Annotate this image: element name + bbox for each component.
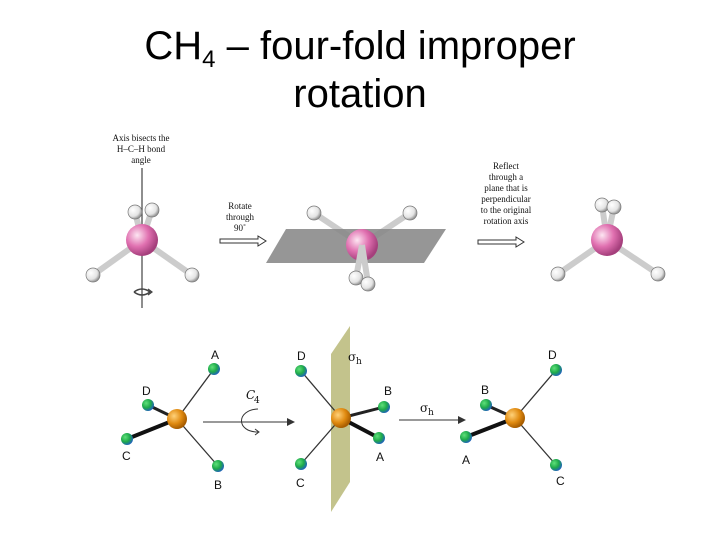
central-atom — [331, 408, 351, 428]
ligand-atom-a — [460, 431, 472, 443]
label-d: D — [142, 384, 151, 398]
ligand-atom-a — [208, 363, 220, 375]
label-c: C — [556, 474, 565, 488]
ligand-atom-d — [142, 399, 154, 411]
ligand-atom-d — [550, 364, 562, 376]
axis-caption: Axis bisects the H–C–H bond angle — [112, 133, 170, 165]
hydrogen-atom — [184, 267, 200, 283]
ligand-atom-b — [480, 399, 492, 411]
label-b: B — [481, 383, 489, 397]
reflect-caption: Reflect through a plane that is perpendi… — [480, 161, 532, 226]
hydrogen-atom — [650, 266, 666, 282]
rotate-arrow — [219, 235, 267, 247]
label-a: A — [211, 348, 219, 362]
hydrogen-atom — [306, 205, 322, 221]
title-line2: rotation — [293, 72, 427, 116]
sigma-subscript: h — [356, 357, 362, 367]
slide-title: CH4 – four-fold improper rotation — [0, 22, 720, 118]
ligand-atom-c — [295, 458, 307, 470]
label-b: B — [214, 478, 222, 492]
carbon-atom — [126, 224, 158, 256]
methane-molecule-3 — [550, 197, 666, 282]
title-rest: – four-fold improper — [215, 24, 576, 68]
sigma-symbol: σ — [348, 350, 356, 364]
c4-symbol: C — [246, 388, 255, 402]
ligand-molecule-left: A D C B — [121, 348, 224, 492]
hydrogen-atom — [550, 266, 566, 282]
title-ch: CH — [144, 24, 203, 68]
ligand-atom-d — [295, 365, 307, 377]
hydrogen-atom — [360, 276, 376, 292]
title-subscript: 4 — [202, 46, 216, 73]
carbon-atom — [591, 224, 623, 256]
ligand-atom-c — [121, 433, 133, 445]
hydrogen-atom — [606, 199, 622, 215]
central-atom — [505, 408, 525, 428]
ligand-atom-a — [373, 432, 385, 444]
methane-molecule-1 — [85, 168, 200, 308]
hydrogen-atom — [402, 205, 418, 221]
rotate-caption: Rotate through 90˚ — [226, 201, 254, 233]
ligand-molecule-middle: D B A C σ h — [295, 326, 392, 512]
label-a: A — [376, 450, 384, 464]
c4-subscript: 4 — [254, 396, 260, 406]
rotation-arrow-icon — [133, 288, 152, 296]
hydrogen-atom — [144, 202, 160, 218]
label-d: D — [297, 349, 306, 363]
label-a: A — [462, 453, 470, 467]
label-c: C — [296, 476, 305, 490]
ligand-atom-c — [550, 459, 562, 471]
label-b: B — [384, 384, 392, 398]
sigma-symbol: σ — [420, 401, 428, 415]
rotation-arrow-icon — [241, 408, 259, 433]
hydrogen-atom — [127, 204, 143, 220]
sigma-h-operation: σ h — [399, 401, 466, 424]
hydrogen-atom — [85, 267, 101, 283]
ligand-molecule-right: D B A C — [460, 348, 565, 488]
methane-molecule-2 — [266, 205, 446, 292]
hydrogen-atom — [348, 270, 364, 286]
label-d: D — [548, 348, 557, 362]
central-atom — [167, 409, 187, 429]
c4-operation: C 4 — [203, 388, 295, 436]
sigma-subscript: h — [428, 408, 434, 418]
ligand-atom-b — [378, 401, 390, 413]
reflect-arrow — [477, 236, 525, 248]
label-c: C — [122, 449, 131, 463]
hydrogen-atom — [594, 197, 610, 213]
ligand-atom-b — [212, 460, 224, 472]
